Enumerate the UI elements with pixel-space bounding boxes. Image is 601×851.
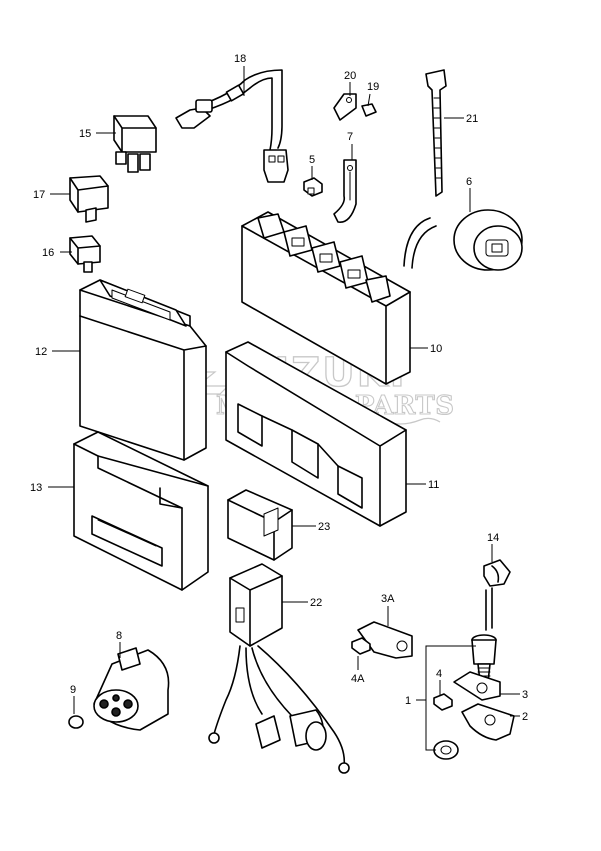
part-10-module	[241, 211, 411, 385]
part-18-harness	[175, 69, 289, 183]
callout-16: 16	[42, 247, 54, 259]
callout-labels: 18 15 17 16 12 13 5 20 19 7 21 6 10 11 2…	[30, 53, 528, 723]
part-12-ecu	[79, 279, 207, 461]
part-20-bracket	[333, 93, 357, 121]
callout-3: 3	[522, 689, 528, 701]
callout-3a: 3A	[381, 593, 395, 605]
part-17-relay	[69, 175, 109, 223]
callout-18: 18	[234, 53, 246, 65]
callout-19: 19	[367, 81, 379, 93]
part-13-holder	[73, 431, 209, 591]
part-9-cap	[68, 715, 84, 729]
part-1-washer	[433, 740, 459, 760]
callout-1: 1	[405, 695, 411, 707]
part-2-bracket	[461, 703, 515, 741]
callout-4: 4	[436, 668, 442, 680]
callout-22: 22	[310, 597, 322, 609]
callout-9: 9	[70, 684, 76, 696]
part-8-unit	[93, 647, 170, 731]
part-1-sensor	[471, 587, 497, 683]
leader-lines	[48, 66, 520, 751]
callout-15: 15	[79, 128, 91, 140]
part-4a-bolt	[351, 637, 371, 655]
part-6-connector	[403, 209, 523, 271]
part-19-screw	[361, 103, 377, 117]
callout-17: 17	[33, 189, 45, 201]
callout-8: 8	[116, 630, 122, 642]
callout-2: 2	[522, 711, 528, 723]
part-4-bolt	[433, 693, 453, 711]
part-7-strap	[333, 159, 357, 223]
part-21-cable-tie	[425, 69, 447, 197]
callout-6: 6	[466, 176, 472, 188]
callout-21: 21	[466, 113, 478, 125]
callout-11: 11	[428, 479, 439, 491]
callout-4a: 4A	[351, 673, 365, 685]
part-5-bolt	[303, 177, 323, 197]
callout-13: 13	[30, 482, 42, 494]
part-3a-plate	[357, 621, 413, 659]
part-14-clip	[483, 559, 511, 587]
part-15-relay	[113, 115, 157, 173]
part-11-holder	[225, 341, 407, 527]
callout-14: 14	[487, 532, 499, 544]
callout-20: 20	[344, 70, 356, 82]
callout-7: 7	[347, 131, 353, 143]
callout-10: 10	[430, 343, 442, 355]
part-22-harness	[208, 563, 350, 774]
part-16-relay	[69, 235, 101, 273]
part-3-bracket	[453, 671, 501, 701]
part-23-block	[227, 489, 293, 561]
callout-23: 23	[318, 521, 330, 533]
callout-5: 5	[309, 154, 315, 166]
callout-12: 12	[35, 346, 47, 358]
